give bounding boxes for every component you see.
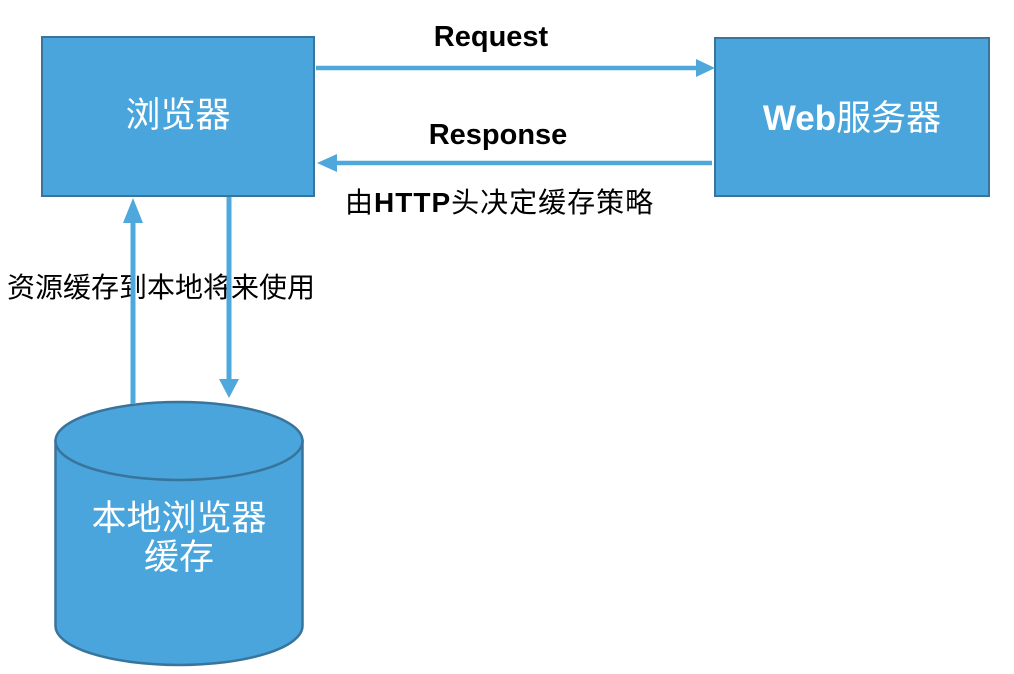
web-server-node: Web服务器 xyxy=(714,37,990,197)
http-caption-suffix: 头决定缓存策略 xyxy=(451,188,655,219)
down-arrowhead-icon xyxy=(219,379,239,398)
cache-cylinder-top xyxy=(54,400,304,482)
up-arrowhead-icon xyxy=(123,198,143,223)
browser-node-label: 浏览器 xyxy=(125,95,231,135)
response-arrow-label: Response xyxy=(428,119,568,151)
http-caption-en: HTTP xyxy=(374,187,452,218)
cache-label-line2: 缓存 xyxy=(143,538,214,577)
cache-node-label: 本地浏览器 缓存 xyxy=(55,499,303,577)
cache-label-line1: 本地浏览器 xyxy=(91,499,267,538)
web-server-node-label: Web服务器 xyxy=(763,90,941,141)
web-server-label-en: Web xyxy=(762,98,837,138)
web-server-label-cjk: 服务器 xyxy=(836,98,942,138)
request-arrowhead-icon xyxy=(696,59,715,77)
http-caption-prefix: 由 xyxy=(345,188,375,219)
request-arrow-label: Request xyxy=(433,21,549,53)
store-local-caption: 资源缓存到本地将来使用 xyxy=(7,273,316,304)
response-arrowhead-icon xyxy=(317,154,337,172)
browser-node: 浏览器 xyxy=(41,36,315,197)
http-cache-policy-caption: 由HTTP头决定缓存策略 xyxy=(345,181,654,221)
